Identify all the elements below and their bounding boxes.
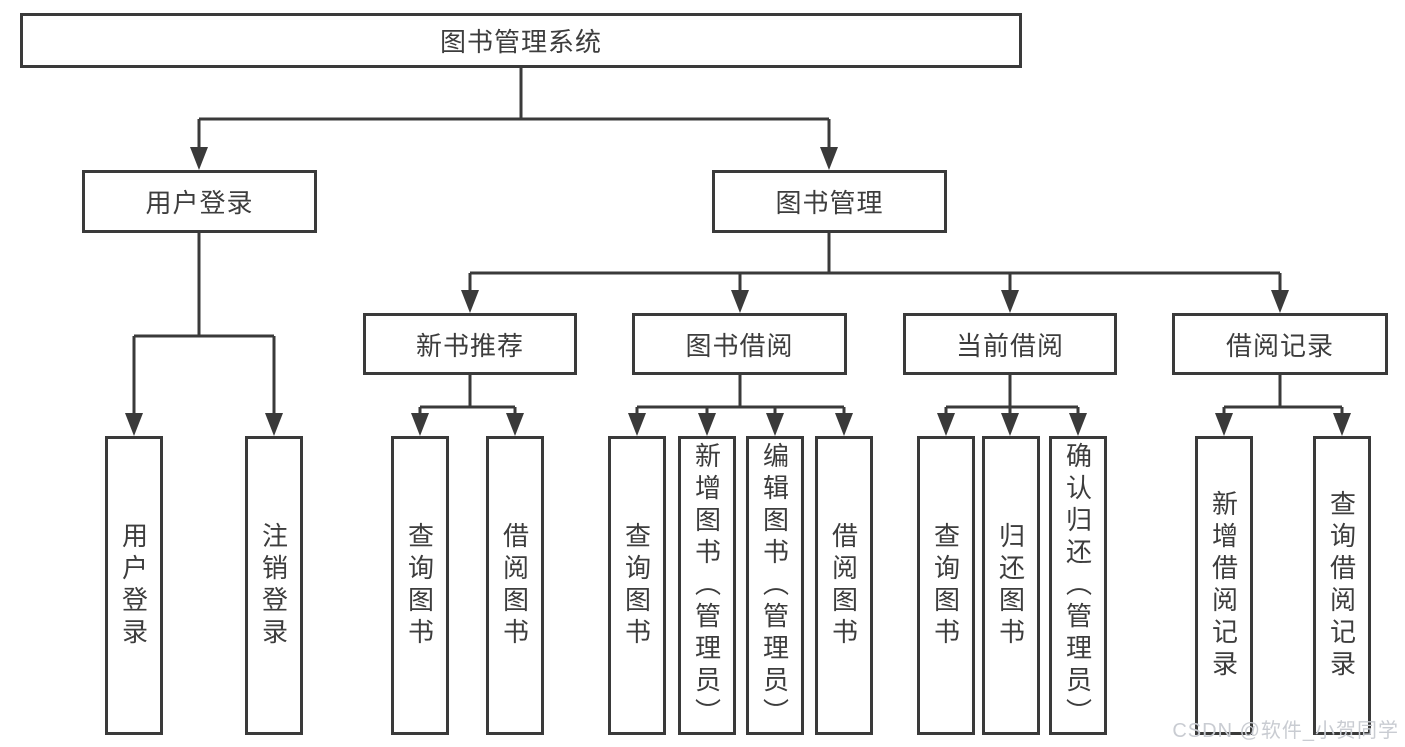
leaf-add-borrow-record-label: 新增借阅记录 xyxy=(1208,489,1239,682)
leaf-logout: 注销登录 xyxy=(245,436,303,735)
node-new-book-recommend-label: 新书推荐 xyxy=(415,330,524,361)
leaf-recommend-borrow-book-label: 借阅图书 xyxy=(499,521,530,650)
leaf-user-login: 用户登录 xyxy=(105,436,163,735)
node-borrow-record: 借阅记录 xyxy=(1172,313,1388,375)
node-user-login-label: 用户登录 xyxy=(145,188,254,218)
leaf-add-book-admin: 新增图书（管理员） xyxy=(678,436,736,735)
leaf-add-borrow-record: 新增借阅记录 xyxy=(1195,436,1253,735)
node-root-label: 图书管理系统 xyxy=(439,27,602,57)
leaf-confirm-return-admin: 确认归还（管理员） xyxy=(1049,436,1107,735)
leaf-edit-book-admin: 编辑图书（管理员） xyxy=(746,436,804,735)
leaf-user-login-label: 用户登录 xyxy=(118,521,149,650)
leaf-recommend-query-book-label: 查询图书 xyxy=(404,521,435,650)
leaf-recommend-borrow-book: 借阅图书 xyxy=(486,436,544,735)
leaf-return-book-label: 归还图书 xyxy=(995,521,1026,650)
node-root: 图书管理系统 xyxy=(20,13,1022,68)
arrowheads xyxy=(125,147,1351,436)
leaf-edit-book-admin-label: 编辑图书（管理员） xyxy=(759,441,790,730)
leaf-recommend-query-book: 查询图书 xyxy=(391,436,449,735)
node-book-borrow: 图书借阅 xyxy=(632,313,847,375)
node-book-management: 图书管理 xyxy=(712,170,947,233)
leaf-confirm-return-admin-label: 确认归还（管理员） xyxy=(1062,441,1093,730)
connector-paths xyxy=(132,68,1344,416)
node-new-book-recommend: 新书推荐 xyxy=(363,313,577,375)
watermark-text: CSDN @软件_小贺同学 xyxy=(1172,720,1399,742)
leaf-query-borrow-record-label: 查询借阅记录 xyxy=(1326,489,1357,682)
leaf-add-book-admin-label: 新增图书（管理员） xyxy=(691,441,722,730)
leaf-borrow-book-label: 借阅图书 xyxy=(828,521,859,650)
leaf-logout-label: 注销登录 xyxy=(258,521,289,650)
leaf-borrow-book: 借阅图书 xyxy=(815,436,873,735)
node-current-borrow: 当前借阅 xyxy=(903,313,1117,375)
leaf-return-book: 归还图书 xyxy=(982,436,1040,735)
node-borrow-record-label: 借阅记录 xyxy=(1225,330,1334,361)
leaf-borrow-query-book-label: 查询图书 xyxy=(621,521,652,650)
leaf-borrow-query-book: 查询图书 xyxy=(608,436,666,735)
node-user-login: 用户登录 xyxy=(82,170,317,233)
node-book-borrow-label: 图书借阅 xyxy=(685,330,794,361)
leaf-current-query-book-label: 查询图书 xyxy=(930,521,961,650)
leaf-query-borrow-record: 查询借阅记录 xyxy=(1313,436,1371,735)
leaf-current-query-book: 查询图书 xyxy=(917,436,975,735)
node-current-borrow-label: 当前借阅 xyxy=(955,330,1064,361)
node-book-management-label: 图书管理 xyxy=(775,188,884,218)
